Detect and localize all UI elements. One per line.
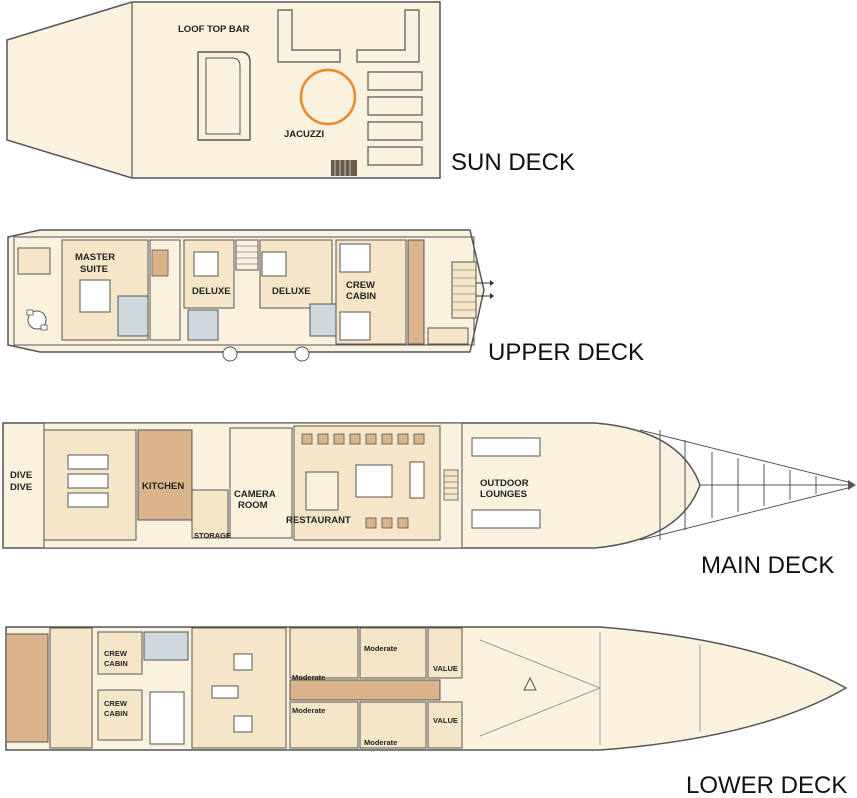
master-label-1: MASTER	[75, 252, 115, 263]
deluxe-a-bed	[193, 251, 219, 277]
value-label-1: VALUE	[433, 664, 458, 673]
lower-storage-lockers	[149, 691, 185, 745]
lower-crew-label-a1: CREW	[104, 649, 128, 658]
upper-bow-stairs	[451, 261, 494, 319]
sunbed	[367, 146, 423, 166]
lower-corridor	[289, 679, 441, 701]
upper-table	[151, 249, 169, 277]
bar-inner	[205, 57, 241, 135]
moderate-label-3: Moderate	[292, 706, 325, 715]
kitchen-label: KITCHEN	[142, 481, 184, 492]
restaurant-stairs	[305, 471, 339, 511]
restaurant-label: RESTAURANT	[286, 515, 351, 526]
outdoor-lounges	[471, 437, 541, 529]
lounges-label-2: LOUNGES	[480, 489, 527, 500]
crew-bunk	[339, 311, 371, 341]
engine-room	[49, 627, 93, 749]
restaurant-seats	[301, 433, 425, 529]
main-deck-title: MAIN DECK	[701, 552, 834, 579]
lower-crew-cabin-b	[97, 689, 143, 741]
upper-round-table	[294, 346, 310, 362]
lower-machinery	[211, 653, 253, 733]
upper-stairs	[235, 239, 259, 271]
sun-deck: LOOF TOP BAR JACUZZI SUN DECK	[6, 1, 575, 179]
sun-deck-stairs	[331, 160, 357, 176]
lower-cabins	[289, 627, 463, 749]
dive-label-1: DIVE	[10, 470, 32, 481]
moderate-label-4: Moderate	[364, 738, 397, 747]
storage	[191, 489, 229, 539]
upper-deck-title: UPPER DECK	[488, 339, 644, 366]
bench-left	[277, 9, 341, 63]
sunbed	[367, 121, 423, 141]
bowsprit	[639, 429, 849, 541]
upper-lounge	[17, 247, 51, 331]
value-label-2: VALUE	[433, 716, 458, 725]
sunbed	[367, 96, 423, 116]
deluxe-label-a: DELUXE	[192, 286, 231, 297]
jacuzzi-pool	[299, 68, 357, 126]
camera-label-1: CAMERA	[234, 489, 276, 500]
crew-label-1: CREW	[346, 280, 375, 291]
deluxe-label-b: DELUXE	[272, 286, 311, 297]
restaurant-table	[355, 464, 393, 498]
bar-label: LOOF TOP BAR	[178, 24, 250, 35]
camera-room	[229, 427, 293, 539]
dive-gear-racks	[67, 454, 109, 508]
deluxe-b-bath	[309, 303, 337, 337]
lower-crew-label-b2: CABIN	[104, 709, 128, 718]
wheelhouse-console	[407, 239, 425, 345]
swim-platform	[5, 633, 49, 743]
lower-crew-bath	[143, 631, 189, 661]
anchor-mark	[523, 676, 537, 691]
lower-bow-lines	[479, 632, 701, 745]
lower-deck-title: LOWER DECK	[686, 772, 847, 798]
lower-crew-cabin-a	[97, 631, 143, 675]
moderate-label-1: Moderate	[292, 673, 325, 682]
bowsprit-tip	[848, 480, 856, 490]
deluxe-a-bath	[187, 309, 219, 341]
jacuzzi-label: JACUZZI	[284, 129, 324, 140]
storage-label: STORAGE	[194, 531, 231, 540]
main-deck: DIVE DIVE KITCHEN STORAGE CAMERA ROOM RE…	[2, 422, 856, 579]
upper-deck: MASTER SUITE DELUXE DELUXE CREW CABIN UP…	[7, 229, 644, 366]
upper-bow-seating	[427, 327, 469, 345]
bar-counter	[197, 51, 251, 141]
bench-right	[356, 9, 420, 63]
lower-crew-label-a2: CABIN	[104, 659, 128, 668]
sun-deck-title: SUN DECK	[451, 149, 575, 176]
crew-label-2: CABIN	[346, 291, 376, 302]
master-bath	[117, 295, 149, 337]
dive-label-2: DIVE	[10, 482, 32, 493]
lower-crew-label-b1: CREW	[104, 699, 128, 708]
camera-label-2: ROOM	[238, 500, 268, 511]
crew-bunk	[339, 243, 371, 273]
lower-deck: CREW CABIN CREW CABIN Moderate Moderate …	[5, 626, 848, 798]
master-label-2: SUITE	[80, 264, 108, 275]
main-deck-console	[409, 461, 425, 499]
sunbed	[367, 71, 423, 91]
upper-round-table	[222, 346, 238, 362]
lounges-label-1: OUTDOOR	[480, 478, 529, 489]
master-bed	[79, 279, 111, 313]
kitchen	[137, 429, 193, 521]
moderate-label-2: Moderate	[364, 644, 397, 653]
deluxe-b-bed	[261, 251, 287, 277]
lounge-stairs	[443, 469, 459, 501]
